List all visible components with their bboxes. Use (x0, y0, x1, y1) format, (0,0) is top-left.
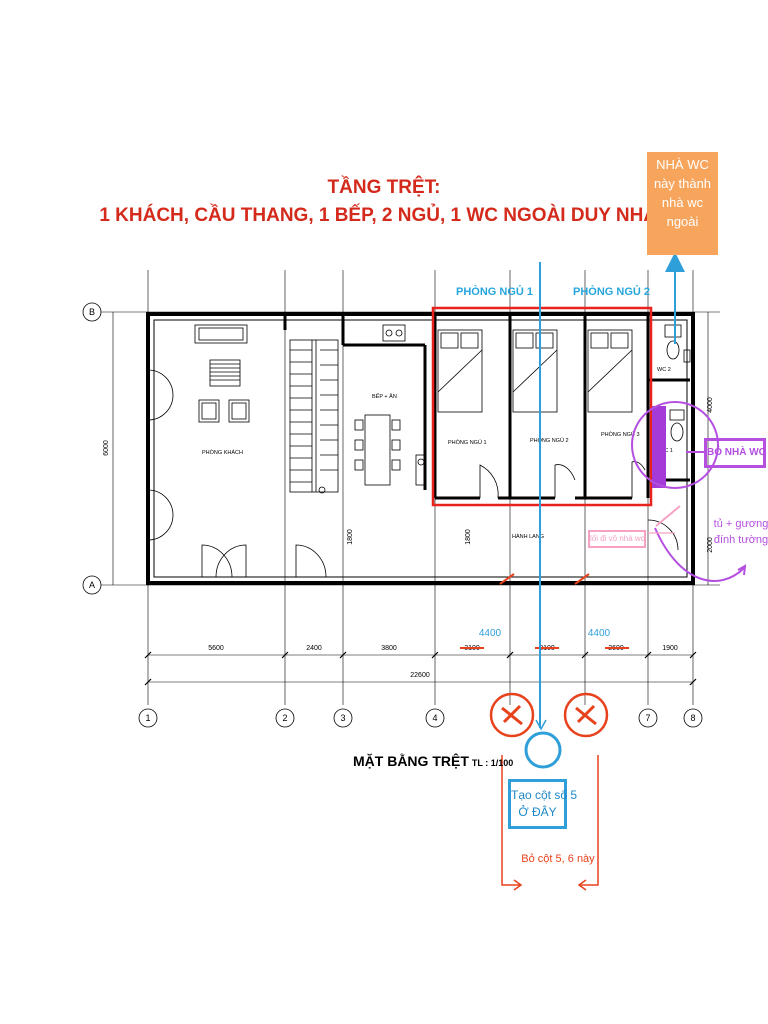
wc-path-note: lối đi vô nhà wc (588, 530, 646, 548)
grid-column-bubbles (82, 302, 703, 728)
orange-note-line1: NHÀ WC (656, 157, 709, 172)
wc-external-note: NHÀ WC này thành nhà wc ngoài (647, 152, 718, 255)
dim-span-3: 3800 (381, 645, 397, 652)
bedroom-highlight-box (431, 306, 653, 507)
wc-fixtures (664, 324, 691, 442)
kitchen-furniture (354, 324, 427, 486)
room-label-kitchen: BẾP + ĂN (372, 393, 397, 400)
remove-column-6-mark (563, 692, 609, 738)
staircase (289, 339, 339, 494)
partition-walls (283, 316, 690, 500)
remove-wc1-note: BỎ NHÀ WC 1 (704, 438, 768, 468)
outer-wall-inner (153, 319, 688, 578)
grid-label-2: 2 (282, 713, 287, 723)
blue-note-line2: Ở ĐÂY (518, 805, 557, 819)
dim-span-7: 1900 (662, 645, 678, 652)
room-label-bed1: PHÒNG NGỦ 1 (448, 439, 487, 446)
remove-column-5-mark (489, 692, 535, 738)
new-dim-2: 4400 (588, 628, 611, 639)
mirror-arrow (654, 527, 745, 582)
grid-label-b: B (89, 307, 95, 317)
dim-corridor-2: 1800 (465, 529, 472, 545)
dimension-lines (112, 312, 709, 683)
room-label-living: PHÒNG KHÁCH (202, 449, 243, 456)
room-label-wc2: WC 2 (657, 367, 671, 373)
living-room-furniture (194, 324, 250, 423)
remove-columns-note: Bỏ cột 5, 6 này (521, 853, 595, 865)
room-blue-label-1: PHÒNG NGỦ 1 (456, 286, 534, 298)
orange-note-line4: ngoài (666, 214, 699, 229)
grid-label-3: 3 (340, 713, 345, 723)
dim-span-2: 2400 (306, 645, 322, 652)
purple-note-line1: tủ + gương (713, 518, 768, 530)
plan-title-line1: TẦNG TRỆT: (327, 177, 441, 198)
blue-note-line1: Tạo cột số 5 (511, 788, 578, 802)
red-bracket (501, 755, 599, 891)
plan-caption-title: MẶT BẰNG TRỆT (353, 753, 469, 769)
dim-total: 22600 (410, 672, 430, 679)
new-dim-1: 4400 (479, 628, 502, 639)
bedroom-beds (437, 329, 633, 413)
grid-label-a: A (89, 580, 95, 590)
orange-note-line3: nhà wc (661, 195, 704, 210)
room-label-hall: HÀNH LANG (512, 533, 544, 540)
dim-span-1: 5600 (208, 645, 224, 652)
dimension-ticks (144, 651, 697, 686)
dim-height-total: 6000 (103, 440, 110, 456)
wc1-removed-bar (652, 406, 666, 488)
plan-title-line2: 1 KHÁCH, CẦU THANG, 1 BẾP, 2 NGỦ, 1 WC N… (99, 205, 669, 226)
new-column-5-circle (524, 731, 562, 769)
dim-right-lower: 2000 (707, 537, 714, 553)
grid-label-4: 4 (432, 713, 437, 723)
room-label-bed3: PHÒNG NGỦ 3 (601, 431, 640, 438)
dim-corridor-1: 1800 (347, 529, 354, 545)
new-column-note: Tạo cột số 5 Ở ĐÂY (508, 779, 578, 829)
grid-label-8: 8 (690, 713, 695, 723)
outer-walls (146, 312, 695, 585)
door-swings (147, 369, 679, 578)
wc1-circle (631, 401, 719, 489)
grid-label-7: 7 (645, 713, 650, 723)
grid-label-1: 1 (145, 713, 150, 723)
plan-caption-scale: TL : 1/100 (471, 758, 514, 768)
room-label-bed2: PHÒNG NGỦ 2 (530, 437, 569, 444)
dim-right-upper: 4000 (707, 397, 714, 413)
room-blue-label-2: PHÒNG NGỦ 2 (573, 286, 651, 298)
purple-note-line2: đính tường (713, 534, 768, 546)
orange-note-line2: này thành (653, 176, 712, 191)
mirror-cabinet-note: tủ + gương đính tường (712, 516, 768, 548)
